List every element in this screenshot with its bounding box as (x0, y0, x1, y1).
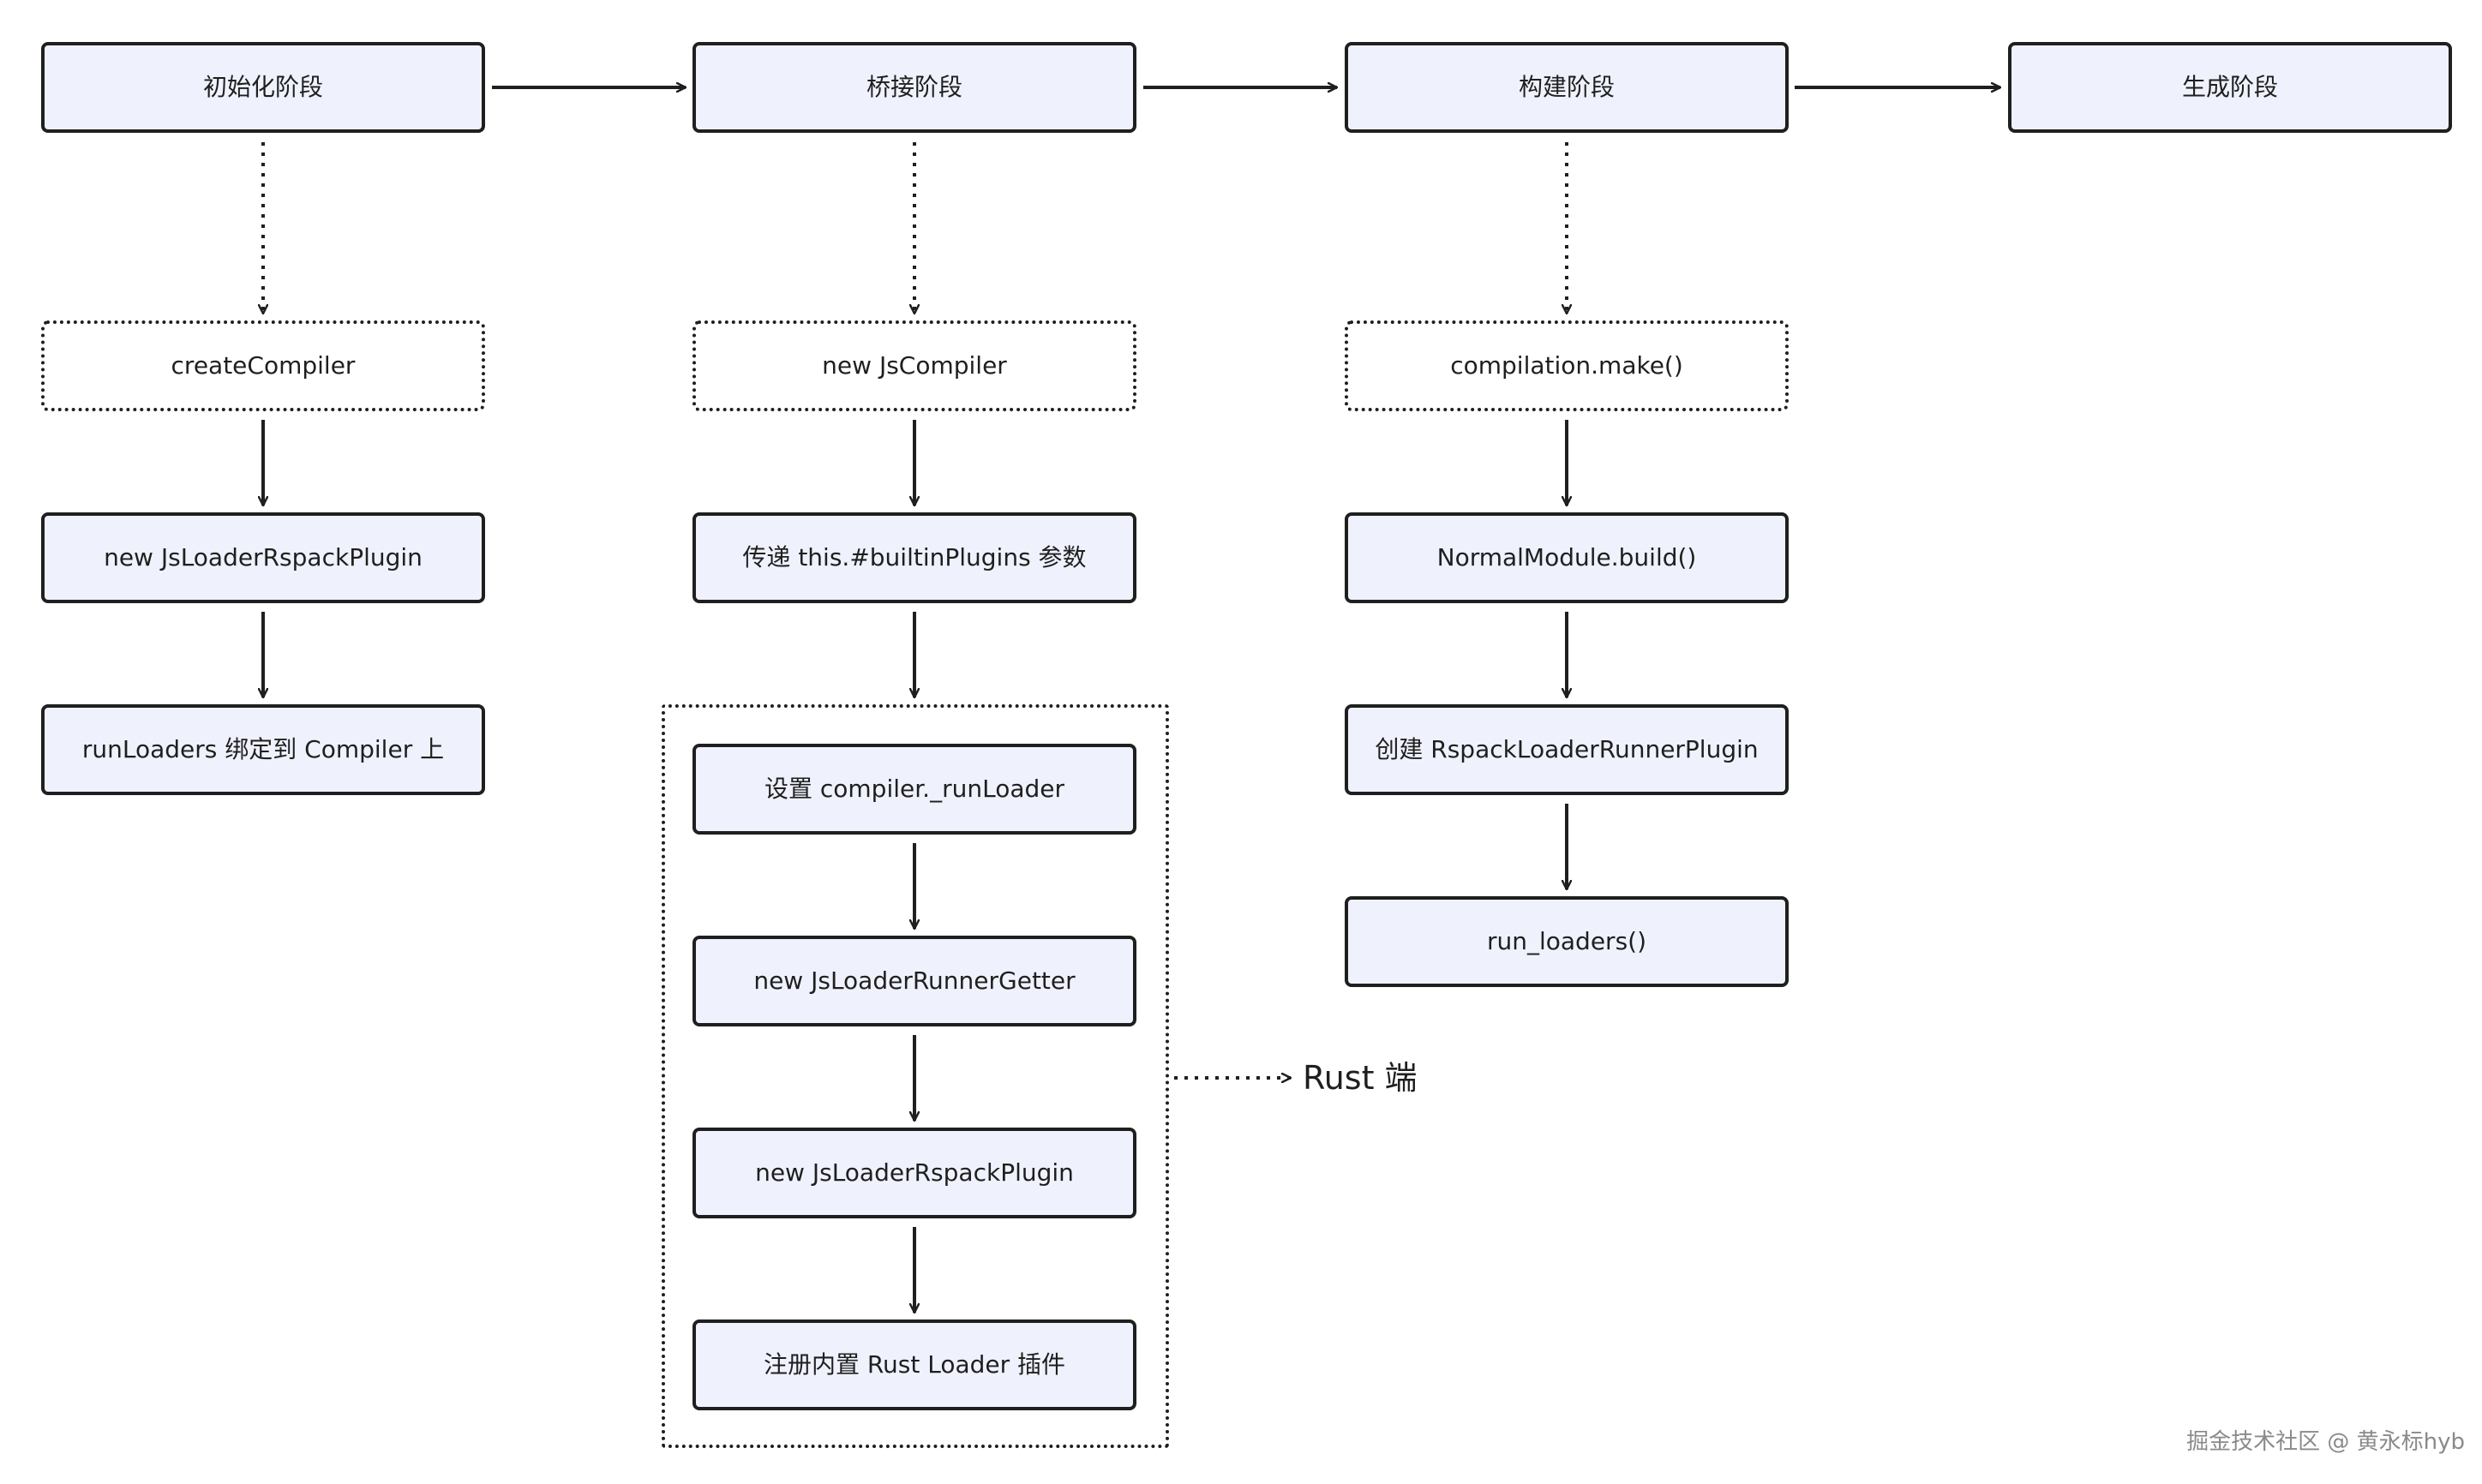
phase-bridge-label: 桥接阶段 (866, 73, 962, 102)
step-init-js-loader-plugin-label: new JsLoaderRspackPlugin (104, 543, 423, 572)
step-new-js-compiler-label: new JsCompiler (822, 351, 1007, 380)
step-normal-module-build-label: NormalModule.build() (1436, 543, 1697, 572)
step-bind-run-loaders: runLoaders 绑定到 Compiler 上 (41, 704, 485, 795)
phase-generate: 生成阶段 (2008, 42, 2452, 133)
step-compilation-make: compilation.make() (1345, 320, 1789, 411)
phase-bridge: 桥接阶段 (692, 42, 1136, 133)
phase-init-label: 初始化阶段 (202, 73, 323, 102)
rust-side-label: Rust 端 (1303, 1059, 1418, 1097)
step-normal-module-build: NormalModule.build() (1345, 512, 1789, 603)
step-create-loader-runner-plugin: 创建 RspackLoaderRunnerPlugin (1345, 704, 1789, 795)
step-run-loaders: run_loaders() (1345, 896, 1789, 987)
step-compilation-make-label: compilation.make() (1450, 351, 1683, 380)
step-new-js-compiler: new JsCompiler (692, 320, 1136, 411)
step-set-run-loader: 设置 compiler._runLoader (692, 744, 1136, 835)
step-create-compiler: createCompiler (41, 320, 485, 411)
step-bridge-js-loader-plugin: new JsLoaderRspackPlugin (692, 1128, 1136, 1218)
phase-init: 初始化阶段 (41, 42, 485, 133)
step-create-compiler-label: createCompiler (171, 351, 356, 380)
step-bind-run-loaders-label: runLoaders 绑定到 Compiler 上 (81, 735, 445, 764)
step-register-rust-loader-label: 注册内置 Rust Loader 插件 (763, 1350, 1066, 1379)
step-new-loader-runner-getter-label: new JsLoaderRunnerGetter (753, 966, 1076, 996)
step-pass-builtin-plugins-label: 传递 this.#builtinPlugins 参数 (742, 543, 1087, 572)
phase-generate-label: 生成阶段 (2181, 73, 2278, 102)
step-set-run-loader-label: 设置 compiler._runLoader (764, 775, 1064, 804)
step-init-js-loader-plugin: new JsLoaderRspackPlugin (41, 512, 485, 603)
step-register-rust-loader: 注册内置 Rust Loader 插件 (692, 1319, 1136, 1410)
step-create-loader-runner-plugin-label: 创建 RspackLoaderRunnerPlugin (1375, 735, 1759, 764)
watermark: 掘金技术社区 @ 黄永标hyb (2186, 1429, 2465, 1455)
phase-build: 构建阶段 (1345, 42, 1789, 133)
phase-build-label: 构建阶段 (1518, 73, 1615, 102)
step-run-loaders-label: run_loaders() (1486, 927, 1647, 956)
step-new-loader-runner-getter: new JsLoaderRunnerGetter (692, 936, 1136, 1026)
step-bridge-js-loader-plugin-label: new JsLoaderRspackPlugin (755, 1158, 1074, 1188)
step-pass-builtin-plugins: 传递 this.#builtinPlugins 参数 (692, 512, 1136, 603)
rust-side-group (662, 704, 1169, 1448)
